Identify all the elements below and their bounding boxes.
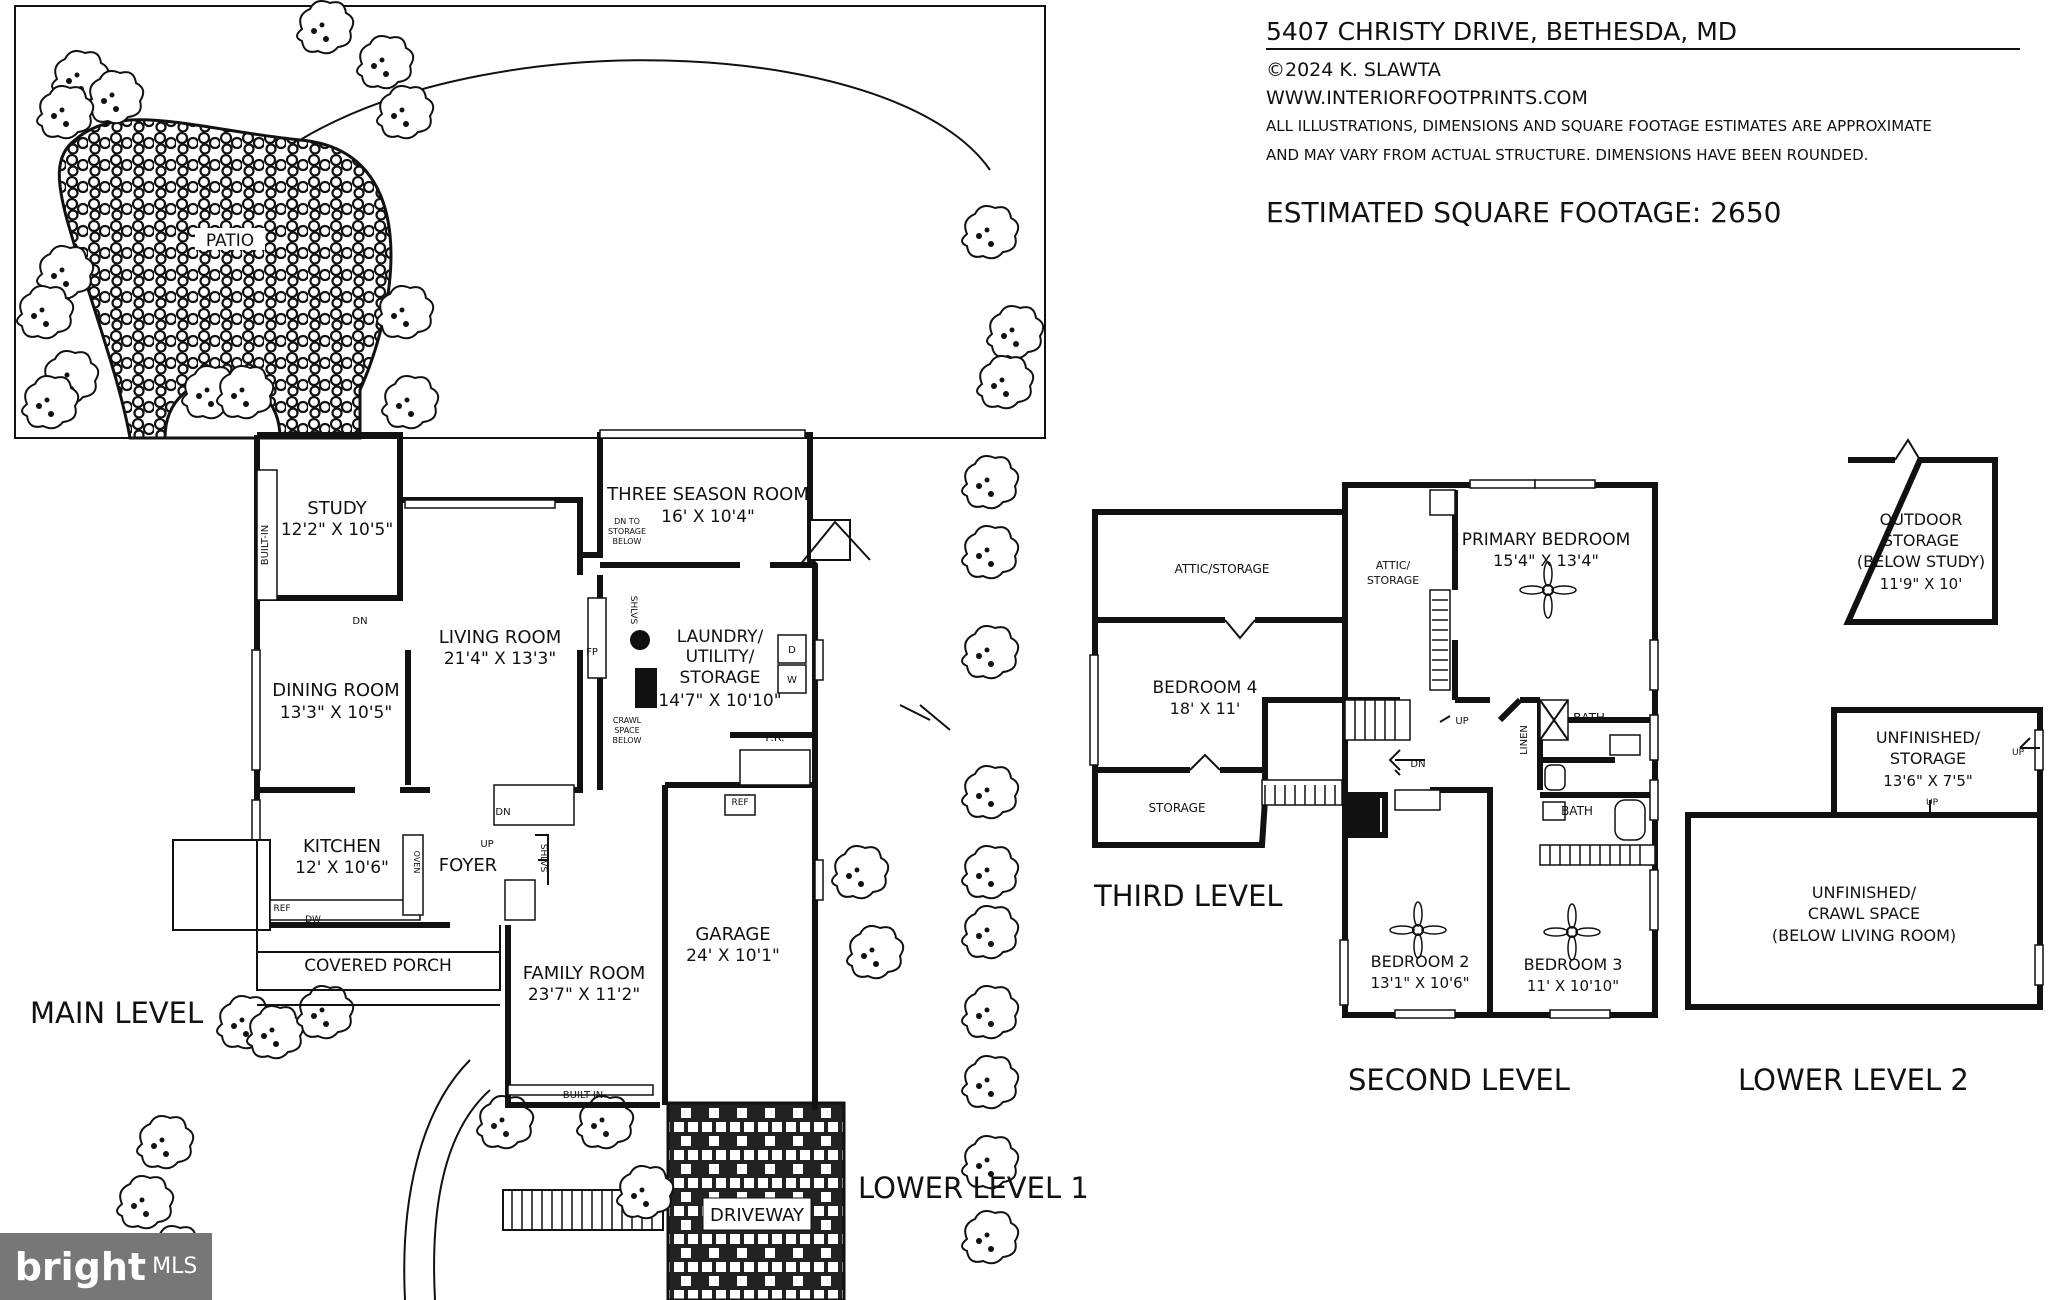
covered-porch-label: COVERED PORCH (304, 956, 452, 976)
third-level-title: THIRD LEVEL (1093, 879, 1283, 913)
patio-label: PATIO (206, 231, 254, 251)
family-room-name: FAMILY ROOM (523, 963, 646, 984)
main-level-plan (172, 429, 951, 1110)
unfinished-storage-dim: 13'6" X 7'5" (1883, 772, 1973, 790)
dining-room-dim: 13'3" X 10'5" (280, 703, 392, 723)
third-storage-label: STORAGE (1148, 801, 1205, 815)
second-dn-label: DN (1410, 759, 1425, 770)
square-footage: ESTIMATED SQUARE FOOTAGE: 2650 (1266, 196, 1781, 229)
garage-name: GARAGE (695, 924, 770, 945)
crawl-space-2: SPACE (614, 726, 639, 735)
outdoor-storage-line-3: (BELOW STUDY) (1857, 552, 1985, 571)
laundry-name-2: UTILITY/ (686, 647, 755, 667)
built-in-label-2: BUILT-IN (563, 1090, 604, 1101)
shelves-label-2: SHLVS (538, 844, 548, 873)
outdoor-storage-dim: 11'9" X 10' (1880, 575, 1963, 593)
bedroom-2-name: BEDROOM 2 (1371, 952, 1470, 971)
mls-suffix-text: MLS (152, 1254, 198, 1279)
lower2-up-label-2: UP (2012, 748, 2025, 758)
second-level-plan: ATTIC/ STORAGE PRIMARY BEDROOM 15'4" X 1… (1339, 479, 1659, 1019)
kitchen-dim: 12' X 10'6" (295, 858, 389, 878)
washer-label: W (787, 675, 797, 686)
lower-level-2-plan: OUTDOOR STORAGE (BELOW STUDY) 11'9" X 10… (1685, 438, 2044, 1010)
disclaimer-line-2: AND MAY VARY FROM ACTUAL STRUCTURE. DIME… (1266, 146, 1868, 164)
crawl-space-line-2: CRAWL SPACE (1808, 904, 1920, 923)
primary-bedroom-dim: 15'4" X 13'4" (1493, 551, 1599, 570)
lower-level-1-title: LOWER LEVEL 1 (858, 1171, 1089, 1205)
patio-area (57, 118, 393, 440)
plan-header: 5407 CHRISTY DRIVE, BETHESDA, MD ©2024 K… (1266, 17, 2020, 229)
kitchen-name: KITCHEN (303, 836, 381, 857)
bedroom-4-dim: 18' X 11' (1170, 699, 1241, 718)
built-in-label: BUILT-IN (260, 525, 271, 566)
driveway-label: DRIVEWAY (710, 1205, 805, 1226)
three-season-room-name: THREE SEASON ROOM (606, 484, 809, 505)
fireplace-label: FP (586, 647, 598, 658)
second-up-label: UP (1455, 716, 1468, 727)
dn-label: DN (352, 616, 367, 627)
second-level-title: SECOND LEVEL (1348, 1063, 1570, 1097)
ref-label-2: REF (731, 798, 748, 808)
bedroom-3-name: BEDROOM 3 (1524, 955, 1623, 974)
address-title: 5407 CHRISTY DRIVE, BETHESDA, MD (1266, 17, 1737, 46)
powder-room-label: P.R. (765, 731, 784, 744)
shelves-label: SHLVS (628, 596, 638, 625)
up-label: UP (480, 839, 493, 850)
site-plan: PATIO DRIVEWAY (14, 0, 1046, 1300)
dishwasher-label: DW (305, 915, 321, 925)
outdoor-storage-line-1: OUTDOOR (1880, 510, 1963, 529)
lower2-up-label: UP (1926, 798, 1939, 808)
attic-storage-2-line-2: STORAGE (1367, 574, 1419, 587)
study-name: STUDY (307, 498, 367, 519)
dn-label-2: DN (495, 807, 510, 818)
oven-label: OVEN (412, 851, 421, 874)
level-titles: MAIN LEVEL LOWER LEVEL 1 THIRD LEVEL SEC… (30, 879, 1969, 1205)
bedroom-2-dim: 13'1" X 10'6" (1370, 974, 1469, 992)
living-room-name: LIVING ROOM (439, 627, 561, 648)
disclaimer-line-1: ALL ILLUSTRATIONS, DIMENSIONS AND SQUARE… (1266, 117, 1932, 135)
crawl-space-line-1: UNFINISHED/ (1812, 883, 1917, 902)
copyright-text: ©2024 K. SLAWTA (1266, 59, 1441, 81)
family-room-dim: 23'7" X 11'2" (528, 985, 640, 1005)
primary-bedroom-name: PRIMARY BEDROOM (1462, 530, 1631, 550)
unfinished-storage-line-2: STORAGE (1890, 749, 1966, 768)
attic-storage-label: ATTIC/STORAGE (1175, 562, 1270, 576)
crawl-space-line-3: (BELOW LIVING ROOM) (1772, 926, 1956, 945)
foyer-name: FOYER (439, 855, 497, 876)
lower-level-2-title: LOWER LEVEL 2 (1738, 1063, 1969, 1097)
dn-storage-3: BELOW (613, 537, 642, 546)
unfinished-storage-line-1: UNFINISHED/ (1876, 728, 1981, 747)
main-level-labels: STUDY 12'2" X 10'5" LIVING ROOM 21'4" X … (260, 484, 809, 1101)
bath-2-label: BATH (1561, 804, 1593, 818)
outdoor-storage-line-2: STORAGE (1883, 531, 1959, 550)
laundry-name-1: LAUNDRY/ (677, 627, 764, 647)
dn-storage-1: DN TO (614, 517, 640, 526)
bath-1-label: BATH (1573, 711, 1605, 725)
laundry-dim: 14'7" X 10'10" (658, 691, 781, 711)
laundry-name-3: STORAGE (680, 668, 761, 688)
garage-dim: 24' X 10'1" (686, 946, 780, 966)
attic-storage-2-line-1: ATTIC/ (1376, 559, 1411, 572)
ref-label: REF (273, 904, 290, 914)
website-text: WWW.INTERIORFOOTPRINTS.COM (1266, 87, 1588, 109)
third-level-plan: ATTIC/STORAGE BEDROOM 4 18' X 11' STORAG… (1089, 509, 1348, 848)
crawl-space-3: BELOW (613, 736, 642, 745)
study-dim: 12'2" X 10'5" (281, 520, 393, 540)
bedroom-3-dim: 11' X 10'10" (1527, 977, 1619, 995)
dryer-label: D (788, 645, 796, 656)
three-season-room-dim: 16' X 10'4" (661, 507, 755, 527)
living-room-dim: 21'4" X 13'3" (444, 649, 556, 669)
bedroom-4-name: BEDROOM 4 (1153, 678, 1258, 698)
dining-room-name: DINING ROOM (272, 680, 399, 701)
mls-watermark-badge: bright MLS (0, 1233, 212, 1300)
crawl-space-1: CRAWL (613, 716, 642, 725)
dn-storage-2: STORAGE (608, 527, 646, 536)
mls-brand-text: bright (14, 1244, 147, 1289)
main-level-title: MAIN LEVEL (30, 996, 203, 1030)
linen-label: LINEN (1519, 725, 1530, 755)
